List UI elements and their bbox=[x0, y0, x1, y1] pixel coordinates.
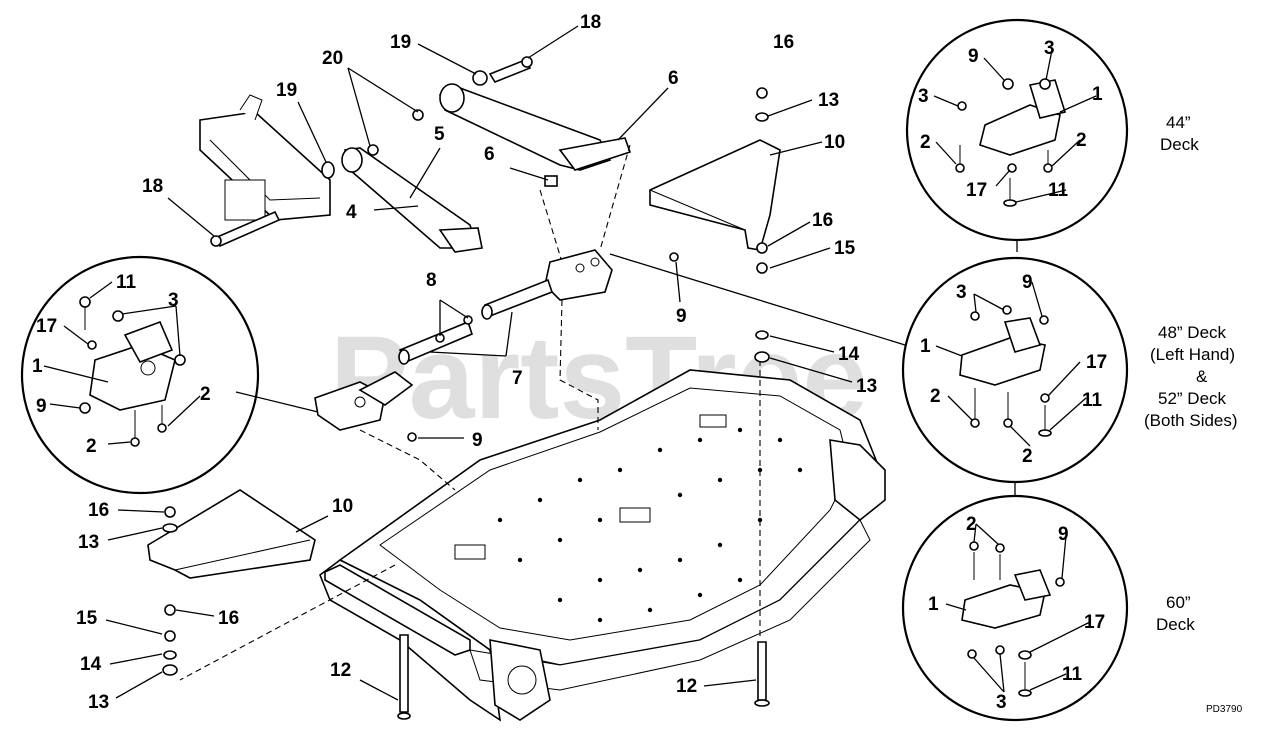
callout-16-left-mid: 16 bbox=[218, 608, 239, 629]
callout-14-left: 14 bbox=[80, 654, 102, 675]
caption-48-line4: 52” Deck bbox=[1158, 389, 1227, 408]
callout-19-top: 19 bbox=[390, 32, 411, 53]
left-detail-9: 9 bbox=[36, 396, 47, 417]
deck-holes bbox=[497, 427, 803, 623]
caption-48-line3: & bbox=[1196, 367, 1208, 386]
callout-4: 4 bbox=[346, 202, 357, 223]
callout-9-center: 9 bbox=[676, 306, 687, 327]
left-hitch-detail bbox=[20, 255, 260, 495]
left-detail-17: 17 bbox=[36, 316, 57, 337]
lift-linkage-drawing bbox=[179, 56, 761, 681]
deck-size-captions: 44” Deck 48” Deck (Left Hand) & 52” Deck… bbox=[1144, 113, 1238, 634]
deck60-detail bbox=[901, 494, 1129, 722]
callout-13-right: 13 bbox=[856, 376, 877, 397]
deck48-callout-2-left: 2 bbox=[930, 386, 941, 407]
drawing-code: PD3790 bbox=[1206, 704, 1243, 715]
caption-60-line1: 60” bbox=[1166, 593, 1191, 612]
callout-16-mid: 16 bbox=[812, 210, 833, 231]
deck44-detail bbox=[905, 18, 1129, 242]
deck44-callout-3-left: 3 bbox=[918, 86, 929, 107]
caption-44-line2: Deck bbox=[1160, 135, 1199, 154]
callout-8: 8 bbox=[426, 270, 437, 291]
callout-13-left-top: 13 bbox=[78, 532, 99, 553]
deck48-callout-17: 17 bbox=[1086, 352, 1107, 373]
deck48-callout-11: 11 bbox=[1082, 390, 1103, 411]
caption-44-line1: 44” bbox=[1166, 113, 1191, 132]
leader-left-detail bbox=[235, 391, 319, 413]
deck60-callout-3: 3 bbox=[996, 692, 1007, 713]
callout-20: 20 bbox=[322, 48, 343, 69]
left-detail-1: 1 bbox=[32, 356, 43, 377]
deck44-callout-2-left: 2 bbox=[920, 132, 931, 153]
mower-deck-drawing bbox=[319, 369, 886, 722]
left-detail-11: 11 bbox=[116, 272, 137, 293]
left-detail-2-bottom: 2 bbox=[86, 436, 97, 457]
left-detail-2-right: 2 bbox=[200, 384, 211, 405]
caption-48-line2: (Left Hand) bbox=[1150, 345, 1235, 364]
callout-12-right: 12 bbox=[676, 676, 697, 697]
callout-16-left-top: 16 bbox=[88, 500, 109, 521]
callout-5: 5 bbox=[434, 124, 445, 145]
callout-13-left-bottom: 13 bbox=[88, 692, 109, 713]
deck48-52-detail bbox=[901, 256, 1129, 484]
callout-18-left: 18 bbox=[142, 176, 163, 197]
caption-48-line5: (Both Sides) bbox=[1144, 411, 1238, 430]
deck44-callout-9: 9 bbox=[968, 46, 979, 67]
callout-leaders bbox=[43, 25, 1097, 701]
callout-14-right: 14 bbox=[838, 344, 860, 365]
callout-18-top: 18 bbox=[580, 12, 601, 33]
caption-60-line2: Deck bbox=[1156, 615, 1195, 634]
deck44-callout-17: 17 bbox=[966, 180, 987, 201]
deck48-callout-1: 1 bbox=[920, 336, 931, 357]
callout-15-left: 15 bbox=[76, 608, 98, 629]
callout-16-top: 16 bbox=[773, 32, 794, 53]
leader-right-detail bbox=[609, 253, 906, 346]
deck44-callout-1: 1 bbox=[1092, 84, 1103, 105]
deck60-callout-17: 17 bbox=[1084, 612, 1105, 633]
callout-7: 7 bbox=[512, 368, 523, 389]
deck44-callout-11: 11 bbox=[1048, 180, 1069, 201]
callout-13-top: 13 bbox=[818, 90, 839, 111]
deck60-callout-2: 2 bbox=[966, 514, 977, 535]
callout-15-right: 15 bbox=[834, 238, 856, 259]
callout-6-left: 6 bbox=[484, 144, 495, 165]
deck48-callout-9: 9 bbox=[1022, 272, 1033, 293]
callout-numbers: 18 19 20 19 5 18 4 6 6 16 13 10 16 15 9 … bbox=[32, 12, 1107, 713]
caption-48-line1: 48” Deck bbox=[1158, 323, 1227, 342]
deck48-callout-3: 3 bbox=[956, 282, 967, 303]
callout-10-right: 10 bbox=[824, 132, 845, 153]
deck60-callout-1: 1 bbox=[928, 594, 939, 615]
callout-6-right: 6 bbox=[668, 68, 679, 89]
deck60-callout-9: 9 bbox=[1058, 524, 1069, 545]
callout-10-left: 10 bbox=[332, 496, 353, 517]
deck44-callout-3-top: 3 bbox=[1044, 38, 1055, 59]
deck44-callout-2-right: 2 bbox=[1076, 130, 1087, 151]
deck60-callout-11: 11 bbox=[1062, 664, 1083, 685]
callout-9-deck: 9 bbox=[472, 430, 483, 451]
deck48-callout-2-bottom: 2 bbox=[1022, 446, 1033, 467]
callout-12-left: 12 bbox=[330, 660, 351, 681]
left-detail-3: 3 bbox=[168, 290, 179, 311]
deflector-shields-drawing bbox=[147, 87, 781, 720]
callout-19-left: 19 bbox=[276, 80, 297, 101]
